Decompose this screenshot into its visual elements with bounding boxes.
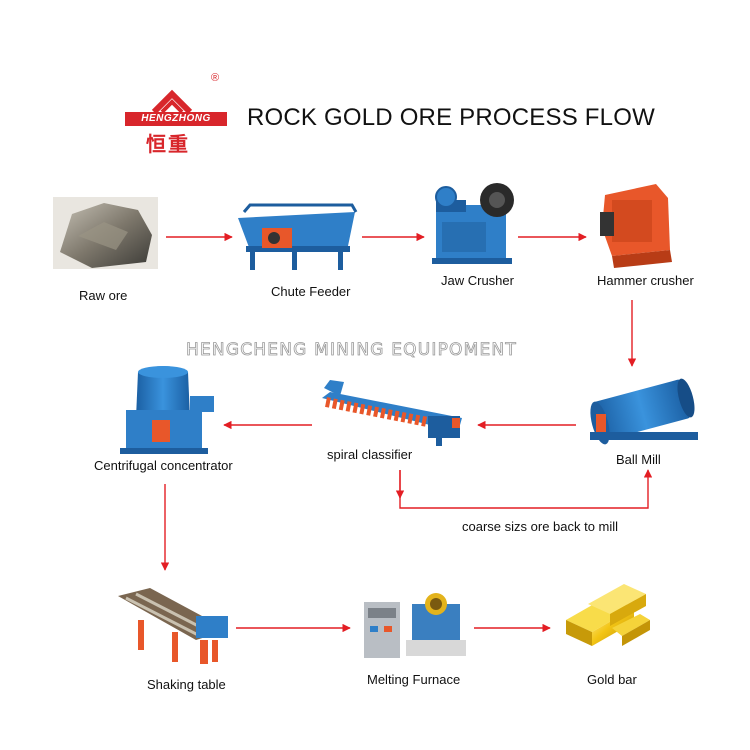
spiral-classifier-image xyxy=(322,380,462,446)
raw-ore-image xyxy=(53,197,158,269)
arrow-coarse-return xyxy=(399,469,653,509)
label-shaking-table: Shaking table xyxy=(147,677,226,692)
label-jaw-crusher: Jaw Crusher xyxy=(441,273,514,288)
label-centrifugal-concentrator: Centrifugal concentrator xyxy=(94,458,233,473)
gold-bar-image xyxy=(566,584,650,646)
hammer-crusher-image xyxy=(600,184,672,268)
registered-mark: ® xyxy=(211,72,220,84)
label-raw-ore: Raw ore xyxy=(79,288,128,303)
shaking-table-image xyxy=(118,588,228,664)
label-coarse-return: coarse sizs ore back to mill xyxy=(462,519,619,534)
logo-mark-icon xyxy=(151,89,193,115)
label-gold-bar: Gold bar xyxy=(587,672,637,687)
flow-arrows xyxy=(160,232,653,633)
brand-logo xyxy=(118,86,226,152)
label-spiral-classifier: spiral classifier xyxy=(327,447,413,462)
page-title: ROCK GOLD ORE PROCESS FLOW xyxy=(247,104,655,131)
label-chute-feeder: Chute Feeder xyxy=(271,284,351,299)
ball-mill-image xyxy=(590,378,698,445)
logo-wordmark: HENGZHONG xyxy=(125,112,227,126)
chute-feeder-image xyxy=(238,203,358,270)
logo-chinese-name: 恒重 xyxy=(146,132,190,156)
centrifugal-concentrator-image xyxy=(120,366,214,454)
watermark: HENGCHENG MINING EQUIPOMENT xyxy=(186,340,517,361)
label-melting-furnace: Melting Furnace xyxy=(367,672,461,687)
label-hammer-crusher: Hammer crusher xyxy=(597,273,694,288)
melting-furnace-image xyxy=(364,593,466,658)
label-ball-mill: Ball Mill xyxy=(616,452,661,467)
jaw-crusher-image xyxy=(432,183,514,264)
